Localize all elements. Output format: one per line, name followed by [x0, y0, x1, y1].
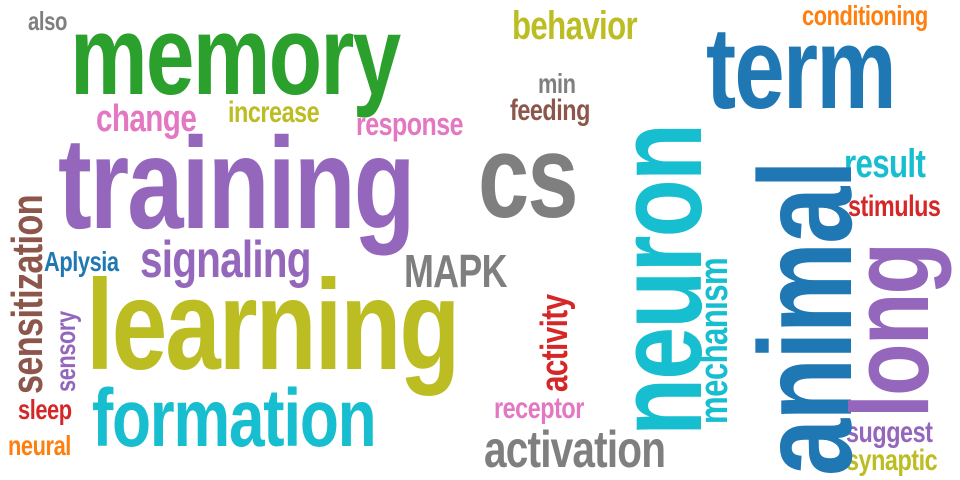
word-behavior: behavior — [512, 4, 638, 48]
word-aplysia: Aplysia — [44, 246, 119, 277]
word-sensitization: sensitization — [3, 195, 52, 394]
word-min: min — [538, 68, 576, 99]
word-sensory: sensory — [50, 311, 81, 392]
word-also: also — [28, 6, 67, 36]
word-suggest: suggest — [846, 416, 933, 449]
word-activation: activation — [484, 421, 666, 479]
word-cs: cs — [478, 111, 579, 243]
word-neural: neural — [8, 430, 71, 461]
word-signaling: signaling — [140, 231, 312, 289]
word-receptor: receptor — [494, 392, 584, 425]
word-mapk: MAPK — [404, 245, 507, 297]
word-change: change — [96, 98, 197, 140]
word-training: training — [58, 110, 416, 256]
word-conditioning: conditioning — [802, 0, 928, 31]
word-long: long — [829, 243, 952, 418]
word-memory: memory — [70, 0, 401, 118]
word-sleep: sleep — [18, 394, 72, 425]
word-activity: activity — [534, 294, 576, 392]
word-stimulus: stimulus — [848, 190, 941, 223]
word-synaptic: synaptic — [846, 444, 938, 477]
word-formation: formation — [92, 373, 377, 464]
word-response: response — [356, 106, 463, 142]
word-term: term — [706, 3, 897, 133]
word-increase: increase — [228, 96, 320, 129]
word-result: result — [844, 142, 926, 186]
word-mechanism: mechanism — [692, 257, 736, 424]
word-learning: learning — [86, 254, 460, 397]
word-feeding: feeding — [510, 94, 590, 127]
